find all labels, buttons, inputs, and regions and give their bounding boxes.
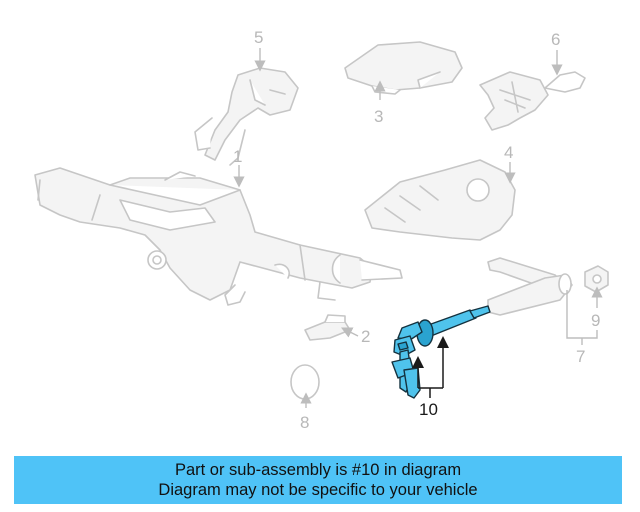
switch-part-6: [479, 71, 586, 131]
shroud-part-4: [364, 159, 516, 241]
callout-7: 7: [576, 347, 585, 366]
cap-part-8: [290, 364, 320, 400]
callout-8: 8: [300, 413, 309, 432]
callout-4: 4: [504, 143, 513, 162]
callout-labels: 5 3 6 4 1 2 8 9 7 10: [233, 28, 600, 432]
callout-9: 9: [591, 311, 600, 330]
banner-line-2: Diagram may not be specific to your vehi…: [158, 481, 478, 499]
callout-3: 3: [374, 107, 383, 126]
switch-part-5: [194, 67, 299, 166]
callout-1: 1: [233, 147, 242, 166]
callout-10[interactable]: 10: [419, 400, 438, 419]
info-banner: Part or sub-assembly is #10 in diagram D…: [14, 456, 622, 504]
shroud-part-3: [344, 41, 463, 95]
callout-2: 2: [361, 327, 370, 346]
banner-line-1: Part or sub-assembly is #10 in diagram: [174, 461, 462, 479]
steering-column-part: [34, 167, 403, 306]
callout-6: 6: [551, 30, 560, 49]
leader-lines: [233, 48, 603, 408]
callout-5: 5: [254, 28, 263, 47]
clip-part-2: [304, 314, 351, 341]
parts-diagram: 5 3 6 4 1 2 8 9 7 10: [34, 28, 609, 432]
lock-cylinder-part-10[interactable]: [391, 305, 491, 399]
housing-part-7: [487, 257, 573, 316]
nut-part-9: [584, 265, 609, 293]
